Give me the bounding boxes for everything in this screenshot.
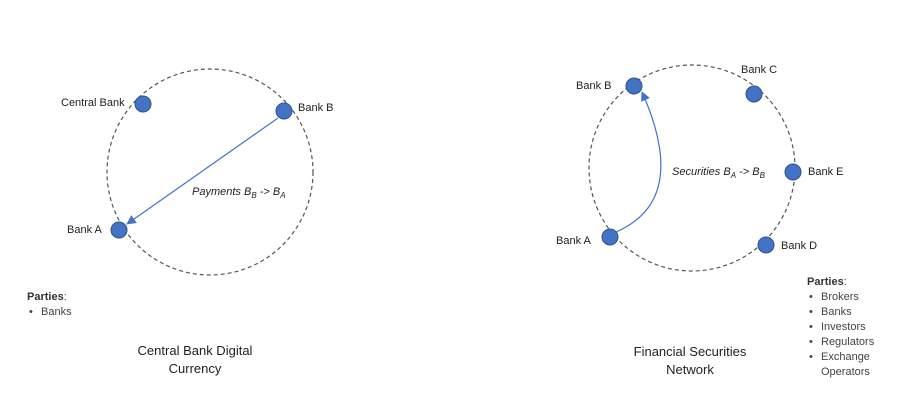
node-bank-a: [110, 221, 128, 239]
label-bank-a: Bank A: [67, 224, 103, 236]
node-bank-d: [757, 236, 775, 254]
caption-cbdc: Central Bank Digital Currency: [137, 343, 253, 376]
node-central-bank: [134, 95, 152, 113]
caption-securities: Financial Securities Network: [633, 344, 747, 377]
label-bank-b: Bank B: [576, 80, 611, 92]
label-bank-c: Bank C: [741, 64, 777, 76]
label-central-bank: Central Bank: [61, 97, 125, 109]
parties-heading: Parties:: [27, 291, 67, 303]
payment-arrow: [126, 117, 279, 225]
payment-flow-label: Payments BB -> BA: [192, 186, 286, 200]
label-bank-a: Bank A: [556, 235, 592, 247]
node-bank-b: [275, 102, 293, 120]
party-item: Investors: [807, 320, 897, 335]
cbdc-diagram: Central Bank Bank B Bank A Payments BB -…: [61, 68, 333, 276]
securities-diagram: Bank B Bank C Bank E Bank D Bank A Secur…: [556, 64, 843, 272]
parties-heading: Parties:: [807, 276, 847, 288]
party-item: Regulators: [807, 335, 897, 350]
party-item: Banks: [27, 305, 72, 320]
node-bank-b: [625, 77, 643, 95]
label-bank-e: Bank E: [808, 166, 843, 178]
parties-list-securities: Parties: Brokers Banks Investors Regulat…: [807, 275, 897, 380]
node-bank-a: [601, 228, 619, 246]
party-item: Brokers: [807, 290, 897, 305]
parties-list-cbdc: Parties: Banks: [27, 290, 72, 320]
securities-flow-label: Securities BA -> BB: [672, 166, 766, 180]
node-bank-e: [784, 163, 802, 181]
party-item: Banks: [807, 305, 897, 320]
label-bank-b: Bank B: [298, 102, 333, 114]
node-bank-c: [745, 85, 763, 103]
party-item: Exchange Operators: [807, 350, 897, 380]
label-bank-d: Bank D: [781, 240, 817, 252]
securities-arrow: [615, 91, 662, 233]
network-ring: [106, 68, 314, 276]
